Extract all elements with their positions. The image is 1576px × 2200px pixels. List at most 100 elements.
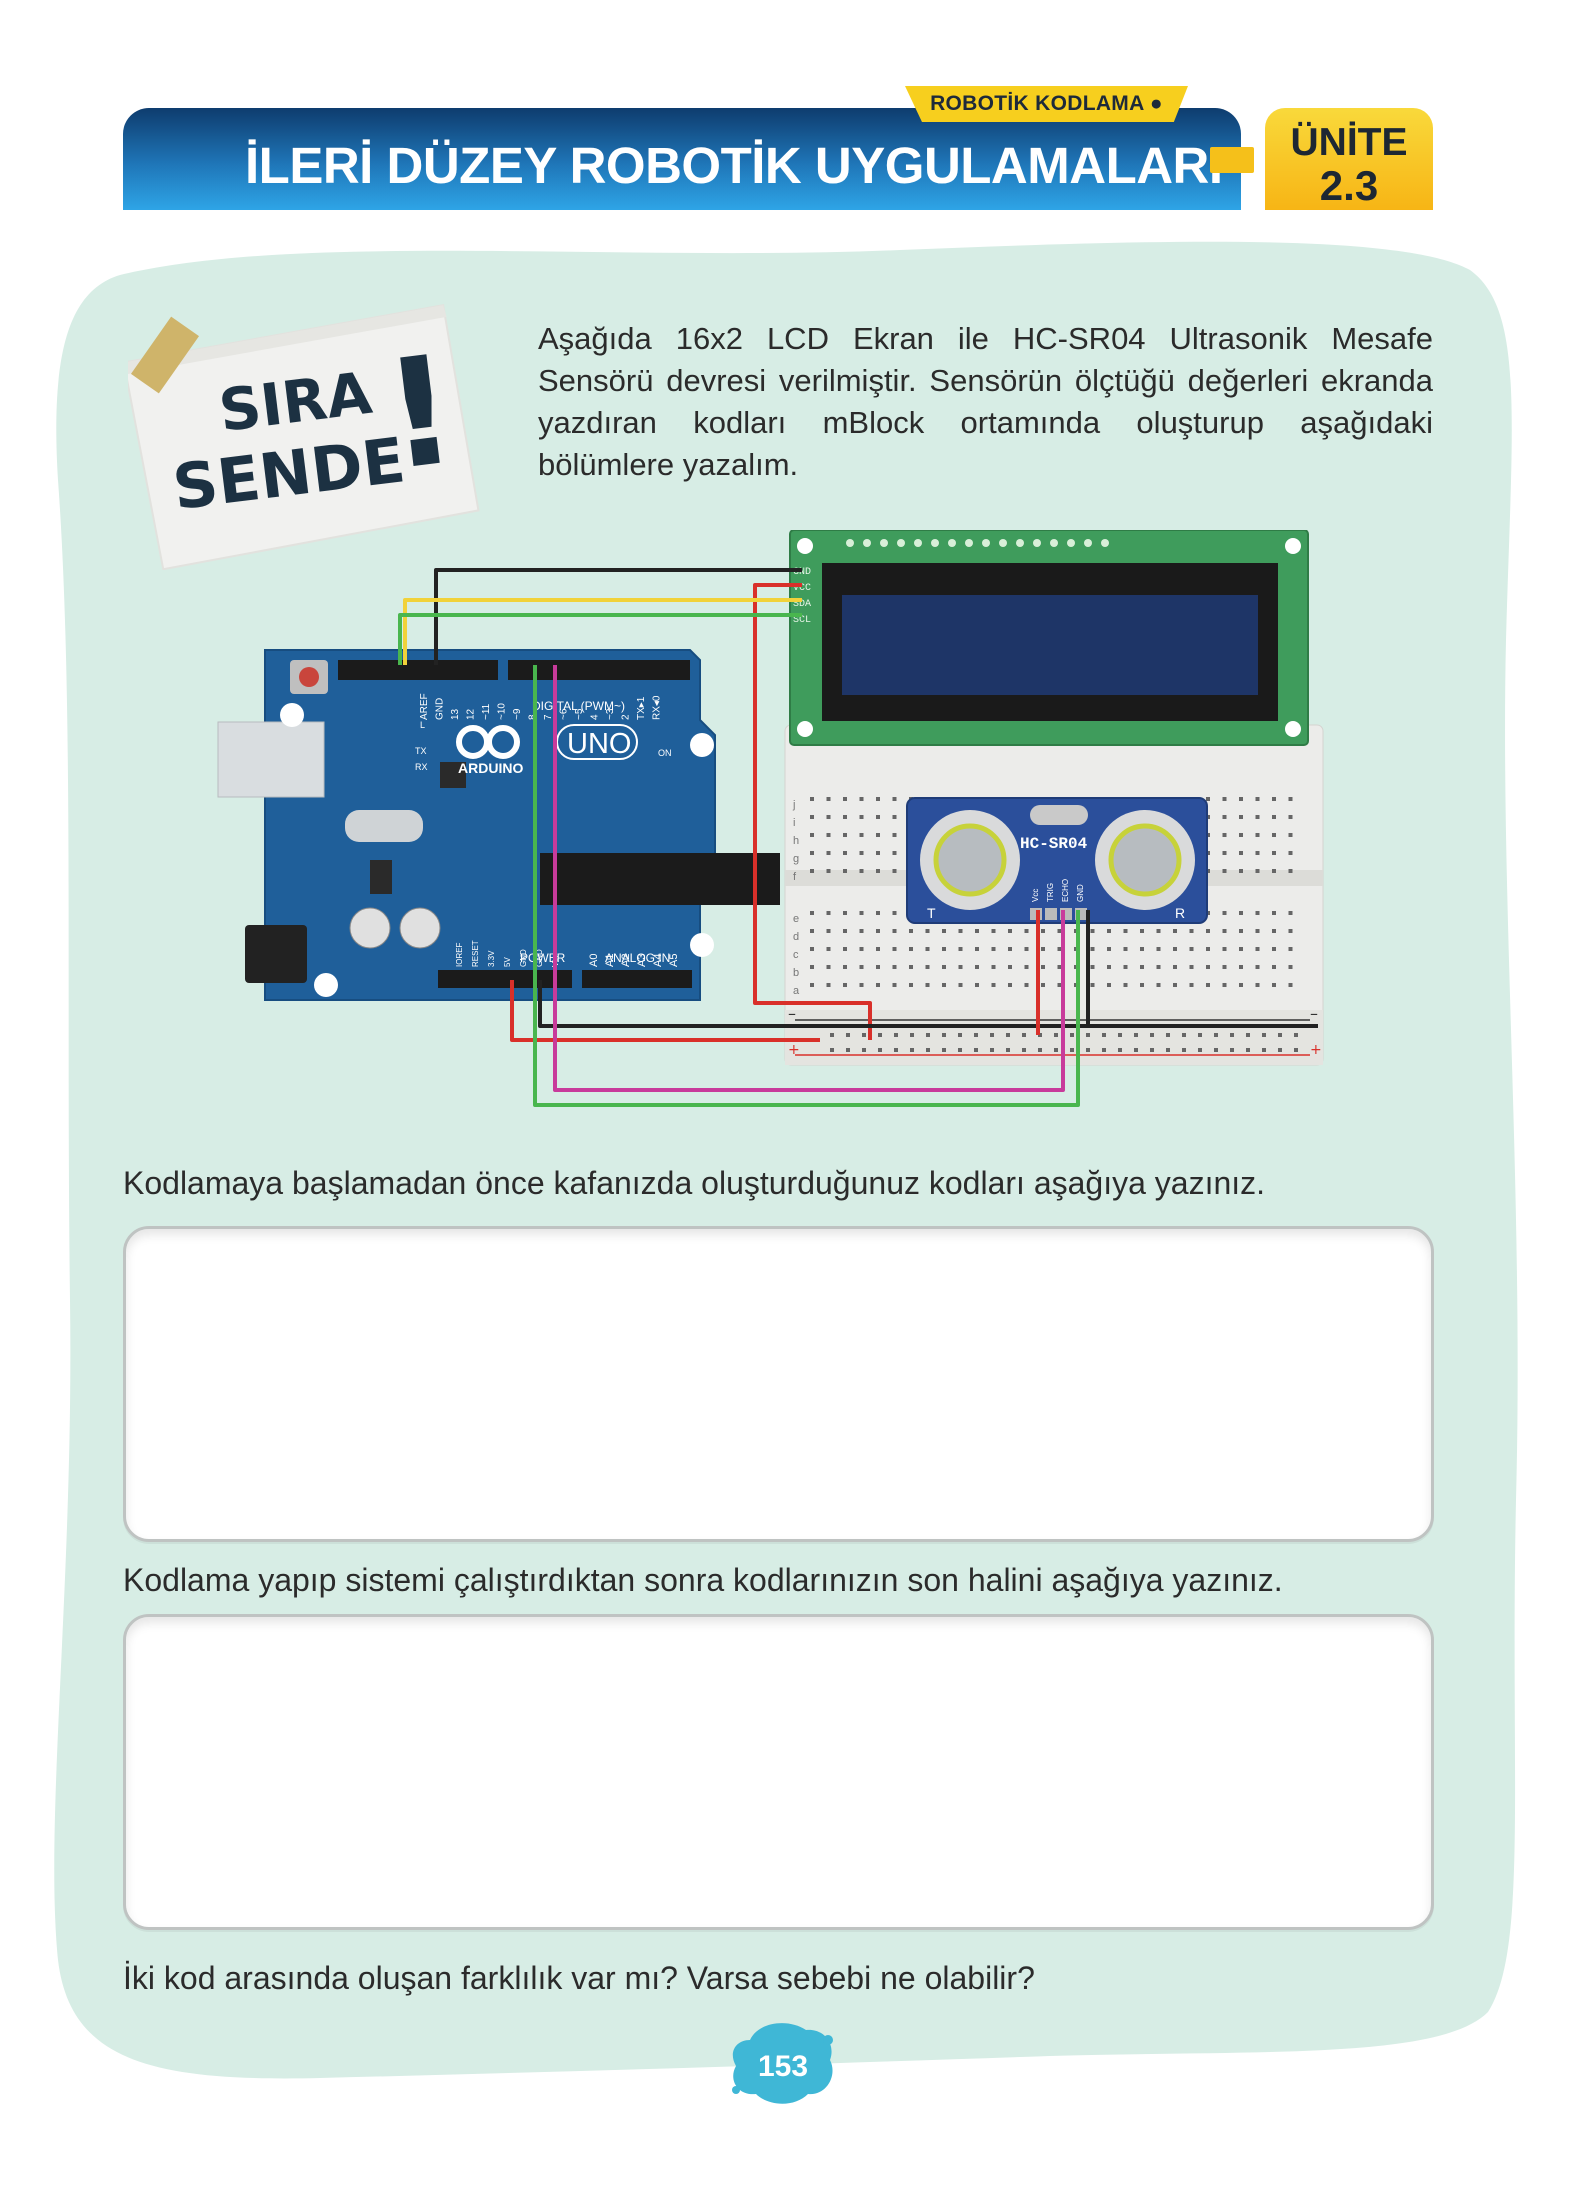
bb-rail-hole xyxy=(1038,1048,1042,1052)
bb-hole xyxy=(1107,965,1111,969)
bb-hole xyxy=(1255,851,1260,855)
bb-hole xyxy=(1239,833,1243,837)
bb-hole xyxy=(892,929,897,933)
bb-hole xyxy=(1272,911,1276,915)
board-rx: RX xyxy=(415,762,428,772)
bb-hole xyxy=(991,947,996,951)
lcd-header-pin xyxy=(1067,539,1075,547)
bb-rail-hole xyxy=(1166,1033,1170,1037)
bb-rail-hole xyxy=(1294,1048,1298,1052)
bb-hole xyxy=(909,929,913,933)
bb-hole xyxy=(826,983,831,987)
bb-hole xyxy=(1239,929,1243,933)
answer-box-2[interactable] xyxy=(123,1614,1434,1930)
bb-hole xyxy=(826,815,831,819)
bb-hole xyxy=(859,911,864,915)
bb-hole xyxy=(1041,947,1045,951)
bb-rail-hole xyxy=(862,1048,866,1052)
bb-hole xyxy=(1173,965,1177,969)
bb-hole xyxy=(1272,947,1276,951)
bb-rail-hole xyxy=(910,1048,914,1052)
bb-row-h: h xyxy=(793,835,799,847)
lcd-header-pin xyxy=(948,539,956,547)
board-pin-label: 5V xyxy=(503,957,512,967)
bb-hole xyxy=(1189,947,1194,951)
bb-hole xyxy=(1288,929,1293,933)
bb-row-d: d xyxy=(793,931,799,943)
bb-hole xyxy=(1008,983,1012,987)
lcd-header-pin xyxy=(999,539,1007,547)
bb-hole xyxy=(975,947,979,951)
bb-hole xyxy=(1255,833,1260,837)
bb-rail-hole xyxy=(1102,1048,1106,1052)
bb-hole xyxy=(1173,929,1177,933)
bb-rail-hole xyxy=(894,1033,898,1037)
bb-row-g: g xyxy=(793,853,799,865)
bb-rail-hole xyxy=(1278,1048,1282,1052)
bb-rail-hole xyxy=(958,1033,962,1037)
unit-badge: ÜNİTE 2.3 xyxy=(1265,108,1433,210)
bb-hole xyxy=(958,929,963,933)
board-analog: ANALOG IN xyxy=(605,951,670,965)
board-pin-label: IOREF xyxy=(455,942,464,967)
bb-rail-hole xyxy=(1182,1048,1186,1052)
bb-hole xyxy=(1107,983,1111,987)
page-title: İLERİ DÜZEY ROBOTİK UYGULAMALARI xyxy=(245,137,1223,194)
bb-hole xyxy=(892,833,897,837)
bb-minus: – xyxy=(788,1004,796,1023)
lcd-pin-vcc: VCC xyxy=(793,583,811,594)
board-pin-label: RESET xyxy=(471,940,480,967)
wire-black-ground xyxy=(538,980,1318,1028)
bb-hole xyxy=(1222,965,1227,969)
bb-row-c: c xyxy=(793,949,799,961)
bb-rail-hole xyxy=(1278,1033,1282,1037)
bb-hole xyxy=(1041,929,1045,933)
bb-hole xyxy=(876,869,880,873)
bb-hole xyxy=(1140,947,1144,951)
wire-green-scl xyxy=(398,613,802,665)
bb-hole xyxy=(826,851,831,855)
board-pin-label: A5 xyxy=(668,954,680,967)
bb-hole xyxy=(892,965,897,969)
bb-hole xyxy=(892,947,897,951)
board-brand: ARDUINO xyxy=(458,760,523,776)
bb-hole xyxy=(925,965,930,969)
bb-hole xyxy=(1222,929,1227,933)
bb-hole xyxy=(876,965,880,969)
bb-rail-hole xyxy=(846,1033,850,1037)
bb-hole xyxy=(876,851,880,855)
bb-hole xyxy=(859,929,864,933)
bb-row-b: b xyxy=(793,967,799,979)
bb-rail-hole xyxy=(1086,1048,1090,1052)
bb-hole xyxy=(909,983,913,987)
bb-row-j: j xyxy=(792,799,795,811)
bb-hole xyxy=(1057,947,1062,951)
bb-hole xyxy=(810,815,814,819)
bb-hole xyxy=(1123,947,1128,951)
wire-green-trig xyxy=(533,665,1080,1107)
bb-hole xyxy=(1107,929,1111,933)
bb-hole xyxy=(810,947,814,951)
bb-hole xyxy=(1222,983,1227,987)
intro-paragraph: Aşağıda 16x2 LCD Ekran ile HC-SR04 Ultra… xyxy=(538,321,1433,482)
bb-hole xyxy=(826,833,831,837)
bb-rail-hole xyxy=(1070,1033,1074,1037)
bb-hole xyxy=(1272,869,1276,873)
lcd-header-pin xyxy=(1050,539,1058,547)
sensor-pin-trig: TRIG xyxy=(1046,883,1055,902)
bb-hole xyxy=(1272,983,1276,987)
bb-hole xyxy=(826,965,831,969)
bb-hole xyxy=(909,965,913,969)
question-3: İki kod arasında oluşan farklılık var mı… xyxy=(123,1960,1035,1996)
lcd-header-pin xyxy=(1033,539,1041,547)
bb-hole xyxy=(1255,983,1260,987)
bb-hole xyxy=(1239,947,1243,951)
bb-hole xyxy=(1288,851,1293,855)
bb-rail-hole xyxy=(942,1048,946,1052)
bb-rail-hole xyxy=(1006,1033,1010,1037)
answer-box-1[interactable] xyxy=(123,1226,1434,1542)
bb-hole xyxy=(975,965,979,969)
bb-hole xyxy=(1206,983,1210,987)
bb-hole xyxy=(1222,797,1227,801)
bb-hole xyxy=(958,965,963,969)
